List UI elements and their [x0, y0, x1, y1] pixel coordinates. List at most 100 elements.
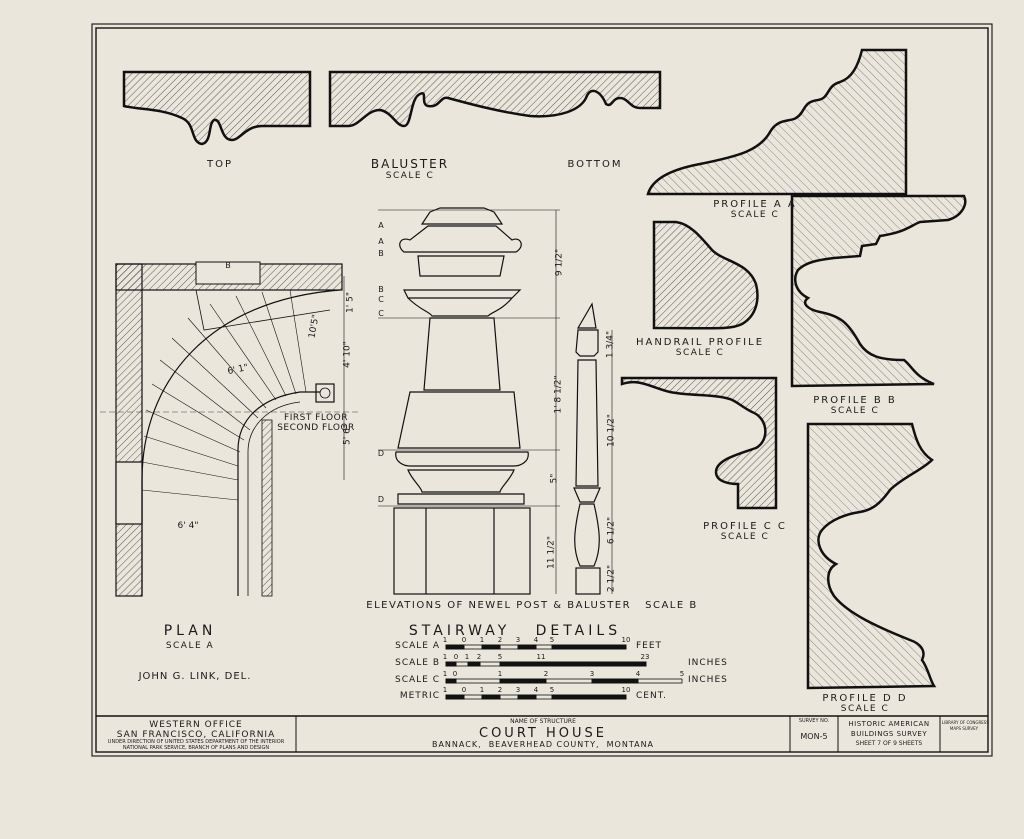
metric-tick: 1: [442, 686, 448, 694]
tb-habs-1: HISTORIC AMERICAN: [848, 720, 930, 728]
scale-a-unit: FEET: [636, 641, 663, 651]
newel-dim-4: 11 1/2": [546, 536, 557, 569]
profile-cc-scale: SCALE C: [720, 532, 770, 542]
scale-c-tick: 0: [452, 670, 458, 678]
metric-unit: CENT.: [636, 691, 667, 701]
tb-habs-2: BUILDINGS SURVEY: [850, 730, 928, 738]
profile-cc-section: [620, 376, 778, 510]
section-mark-d1: D: [377, 449, 387, 458]
section-mark-b1: B: [378, 249, 386, 258]
metric-tick: 4: [533, 686, 539, 694]
handrail-profile-scale: SCALE C: [675, 348, 725, 358]
profile-bb-title: PROFILE B B: [813, 395, 897, 406]
newel-dim-1: 9 1/2": [554, 248, 565, 277]
scale-c-unit: INCHES: [688, 675, 728, 685]
plan-title: PLAN: [163, 623, 217, 639]
baluster-dim-2: 10 1/2": [606, 414, 617, 447]
newel-dim-3: 5": [549, 473, 560, 484]
scale-a-tick: 0: [461, 636, 467, 644]
plan-dim-1: 1' 5": [345, 292, 356, 313]
title-block: [96, 715, 988, 752]
profile-bb-section: [790, 194, 967, 388]
plan-first-floor: FIRST FLOOR: [284, 413, 348, 423]
plan-dim-5: 6' 4": [177, 521, 199, 531]
scale-a-tick: 10: [621, 636, 631, 644]
section-mark-d2: D: [377, 495, 387, 504]
scale-a-tick: 3: [515, 636, 521, 644]
baluster-bottom-label: BOTTOM: [567, 159, 623, 170]
baluster-bottom-section: [328, 70, 662, 128]
section-mark-a1: A: [378, 221, 386, 230]
scale-a-tick: 1: [442, 636, 448, 644]
scale-b-tick: 0: [453, 653, 459, 661]
scale-c-tick: 1: [497, 670, 503, 678]
tb-survey-label: SURVEY NO.: [798, 718, 830, 724]
scale-a-tick: 4: [533, 636, 539, 644]
scale-a-tick: 1: [479, 636, 485, 644]
section-mark-c2: C: [378, 309, 386, 318]
scale-b-tick: 5: [497, 653, 503, 661]
scale-a-tick: 2: [497, 636, 503, 644]
profile-dd-title: PROFILE D D: [822, 693, 908, 704]
plan-scale: SCALE A: [165, 641, 215, 651]
baluster-dim-4: 2 1/2": [606, 564, 617, 593]
baluster-dim-1: 1 3/4": [605, 330, 616, 359]
plan-second-floor: SECOND FLOOR: [277, 423, 355, 433]
tb-name-label: NAME OF STRUCTURE: [510, 718, 576, 725]
section-mark-c1: C: [378, 295, 386, 304]
scale-b-tick: 11: [536, 653, 546, 661]
stairway-title: STAIRWAY DETAILS: [408, 623, 622, 639]
tb-survey-no: MON-5: [800, 732, 828, 741]
metric-label: METRIC: [399, 691, 440, 701]
graphic-scales: [445, 644, 683, 700]
handrail-profile-title: HANDRAIL PROFILE: [635, 337, 765, 348]
scale-c-label: SCALE C: [395, 675, 440, 685]
profile-bb-scale: SCALE C: [830, 406, 880, 416]
profile-dd-section: [806, 422, 937, 690]
stair-plan: [100, 261, 360, 597]
profile-cc-title: PROFILE C C: [703, 521, 787, 532]
scale-b-unit: INCHES: [688, 658, 728, 668]
metric-tick: 3: [515, 686, 521, 694]
profile-aa-section: [646, 48, 908, 196]
plan-dim-2: 4' 10": [342, 341, 353, 368]
scale-b-tick: 1: [442, 653, 448, 661]
tb-structure: COURT HOUSE: [479, 726, 607, 741]
tb-office: WESTERN OFFICE: [149, 720, 243, 730]
metric-tick: 2: [497, 686, 503, 694]
scale-b-tick: 1: [464, 653, 470, 661]
scale-c-tick: 3: [589, 670, 595, 678]
scale-c-tick: 2: [543, 670, 549, 678]
scale-b-label: SCALE B: [395, 658, 440, 668]
section-mark-b2: B: [378, 285, 386, 294]
tb-location: BANNACK, BEAVERHEAD COUNTY, MONTANA: [431, 740, 655, 749]
baluster-title: BALUSTER: [370, 157, 450, 171]
inner-border: [95, 27, 989, 753]
profile-aa-title: PROFILE A A: [713, 199, 797, 210]
baluster-elevation: [573, 302, 613, 595]
elevation-caption: ELEVATIONS OF NEWEL POST & BALUSTER SCAL…: [366, 600, 698, 611]
scale-b-tick: 23: [640, 653, 650, 661]
scale-a-label: SCALE A: [395, 641, 440, 651]
tb-city: SAN FRANCISCO, CALIFORNIA: [116, 730, 276, 740]
metric-tick: 5: [549, 686, 555, 694]
metric-tick: 0: [461, 686, 467, 694]
scale-b-tick: 2: [476, 653, 482, 661]
tb-copy-2: MAPS SURVEY: [949, 726, 979, 731]
tb-branch: NATIONAL PARK SERVICE, BRANCH OF PLANS A…: [122, 745, 270, 751]
scale-a-tick: 5: [549, 636, 555, 644]
baluster-top-label: TOP: [206, 159, 233, 170]
handrail-profile-section: [652, 220, 759, 330]
plan-mark: B: [225, 261, 233, 270]
outer-border: [91, 23, 993, 757]
baluster-scale: SCALE C: [385, 171, 435, 181]
newel-dim-2: 1' 8 1/2": [553, 375, 564, 414]
baluster-dim-3: 6 1/2": [606, 516, 617, 545]
metric-tick: 10: [621, 686, 631, 694]
scale-c-tick: 4: [635, 670, 641, 678]
profile-dd-scale: SCALE C: [840, 704, 890, 714]
plan-delineator: JOHN G. LINK, DEL.: [138, 671, 252, 682]
newel-post-elevation: [378, 207, 560, 595]
profile-aa-scale: SCALE C: [730, 210, 780, 220]
